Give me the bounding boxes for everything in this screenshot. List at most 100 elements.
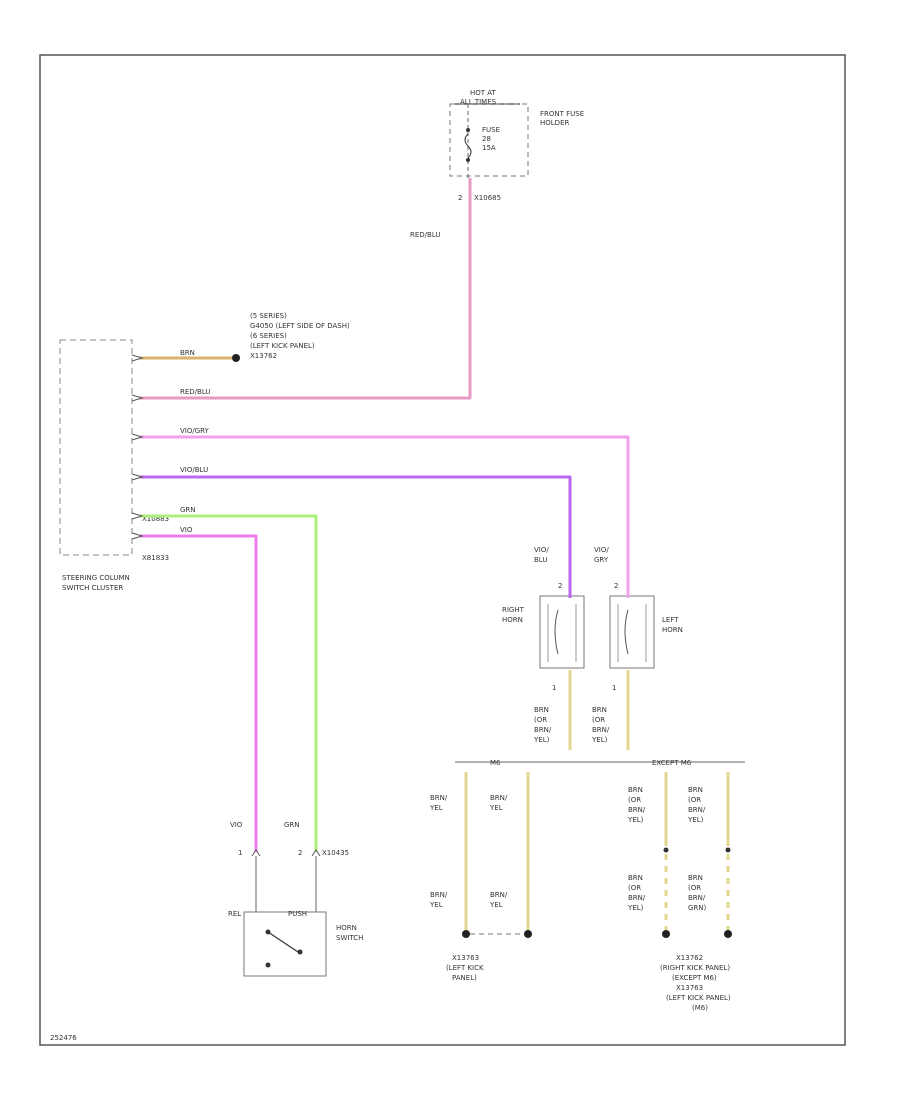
right-horn-wire-2: BLU — [534, 556, 547, 564]
left-horn-label-1: LEFT — [662, 616, 679, 624]
m6-a-bot-1: BRN/ — [430, 891, 448, 899]
ground-note-1: (5 SERIES) — [250, 312, 287, 320]
m6-b-top-2: YEL — [489, 804, 503, 812]
ground-right-3: (EXCEPT M6) — [672, 974, 717, 982]
ground-point-ex-a — [662, 930, 670, 938]
m6-b-bot-2: YEL — [489, 901, 503, 909]
ex-a-bot-4: YEL) — [627, 904, 644, 912]
cluster-terminal-3 — [131, 433, 144, 441]
m6-b-top-1: BRN/ — [490, 794, 508, 802]
wire-vio — [140, 534, 258, 852]
ex-b-bot-2: (OR — [688, 884, 701, 892]
right-horn-gnd-2: (OR — [534, 716, 547, 724]
horn-switch-label-2: SWITCH — [336, 934, 363, 942]
left-horn-gnd-4: YEL) — [591, 736, 608, 744]
fuse-holder-outline — [449, 103, 529, 177]
cluster-terminal-2 — [131, 394, 144, 402]
horn-switch-wire-vio: VIO — [230, 821, 243, 829]
ground-note-2: G4050 (LEFT SIDE OF DASH) — [250, 322, 350, 330]
wire-label-brn: BRN — [180, 349, 195, 357]
ex-a-bot-3: BRN/ — [628, 894, 646, 902]
horn-switch-rel: REL — [228, 910, 241, 918]
hot-at-label-1: HOT AT — [470, 89, 497, 97]
right-horn — [539, 595, 585, 669]
ground-right-2: (RIGHT KICK PANEL) — [660, 964, 730, 972]
wire-label-grn: GRN — [180, 506, 196, 514]
switch-terminal-1 — [251, 849, 261, 857]
diagram-border — [39, 54, 846, 1046]
wire-grn — [140, 514, 318, 852]
cluster-terminal-6 — [131, 532, 144, 540]
right-horn-wire-1: VIO/ — [534, 546, 549, 554]
cluster-terminal-4 — [131, 473, 144, 481]
ground-right-6: (M6) — [692, 1004, 708, 1012]
fuse-icon — [464, 133, 472, 159]
horn-switch-pin-1: 1 — [238, 849, 242, 857]
left-horn-pin-top: 2 — [614, 582, 618, 590]
holder-label-1: FRONT FUSE — [540, 110, 584, 118]
fuse-pin: 2 — [458, 194, 462, 202]
ex-a-bot-1: BRN — [628, 874, 643, 882]
right-horn-icon — [554, 609, 559, 655]
horn-switch-wire-grn: GRN — [284, 821, 300, 829]
steering-column-label-1: STEERING COLUMN — [62, 574, 130, 582]
steering-column-outline — [59, 339, 133, 556]
right-horn-gnd-4: YEL) — [533, 736, 550, 744]
ground-point-g4050 — [232, 354, 240, 362]
m6-a-bot-2: YEL — [429, 901, 443, 909]
fuse-label-2: 28 — [482, 135, 491, 143]
ground-right-4: X13763 — [676, 984, 703, 992]
ex-a-top-4: YEL) — [627, 816, 644, 824]
horn-switch-label-1: HORN — [336, 924, 357, 932]
wire-label-red-blu-top: RED/BLU — [410, 231, 441, 239]
right-horn-label-1: RIGHT — [502, 606, 525, 614]
ex-b-bot-4: GRN) — [688, 904, 707, 912]
ground-point-ex-b — [724, 930, 732, 938]
ex-b-top-2: (OR — [688, 796, 701, 804]
ex-b-top-4: YEL) — [687, 816, 704, 824]
left-horn-wire-2: GRY — [594, 556, 609, 564]
wire-vio-gry — [140, 435, 630, 598]
wire-label-vio: VIO — [180, 526, 193, 534]
fuse-terminal-bottom — [466, 158, 470, 162]
right-horn-gnd-1: BRN — [534, 706, 549, 714]
branch-m6: M6 — [490, 759, 501, 767]
ex-b-top-3: BRN/ — [688, 806, 706, 814]
cluster-terminal-1 — [131, 354, 144, 362]
switch-contact-c — [265, 962, 271, 968]
connector-x81833: X81833 — [142, 554, 169, 562]
hot-at-label-2: ALL TIMES — [460, 98, 497, 106]
fuse-label-1: FUSE — [482, 126, 500, 134]
right-horn-pin-bottom: 1 — [552, 684, 556, 692]
ground-note-4: (LEFT KICK PANEL) — [250, 342, 315, 350]
left-horn-gnd-2: (OR — [592, 716, 605, 724]
left-horn-label-2: HORN — [662, 626, 683, 634]
cluster-terminal-5 — [131, 512, 144, 520]
holder-label-2: HOLDER — [540, 119, 569, 127]
ground-note-3: (6 SERIES) — [250, 332, 287, 340]
wire-red-blu-fuse — [140, 178, 472, 400]
connector-x10883: X10883 — [142, 515, 169, 523]
switch-lever — [267, 931, 299, 953]
left-horn-inner — [617, 604, 647, 662]
horn-switch — [243, 911, 327, 977]
switch-terminal-2 — [311, 849, 321, 857]
right-horn-pin-top: 2 — [558, 582, 562, 590]
fuse-connector: X10685 — [474, 194, 501, 202]
left-horn — [609, 595, 655, 669]
ground-point-m6-b — [524, 930, 532, 938]
fuse-terminal-top — [466, 128, 470, 132]
left-horn-gnd-1: BRN — [592, 706, 607, 714]
right-horn-inner — [547, 604, 577, 662]
branch-except-m6: EXCEPT M6 — [652, 759, 692, 767]
ex-a-bot-2: (OR — [628, 884, 641, 892]
ex-b-bot-1: BRN — [688, 874, 703, 882]
ground-note-5: X13762 — [250, 352, 277, 360]
left-horn-icon — [624, 609, 629, 655]
fuse-label-3: 15A — [482, 144, 496, 152]
ex-a-top-3: BRN/ — [628, 806, 646, 814]
wire-label-vio-blu: VIO/BLU — [180, 466, 208, 474]
m6-a-top-1: BRN/ — [430, 794, 448, 802]
ground-right-5: (LEFT KICK PANEL) — [666, 994, 731, 1002]
